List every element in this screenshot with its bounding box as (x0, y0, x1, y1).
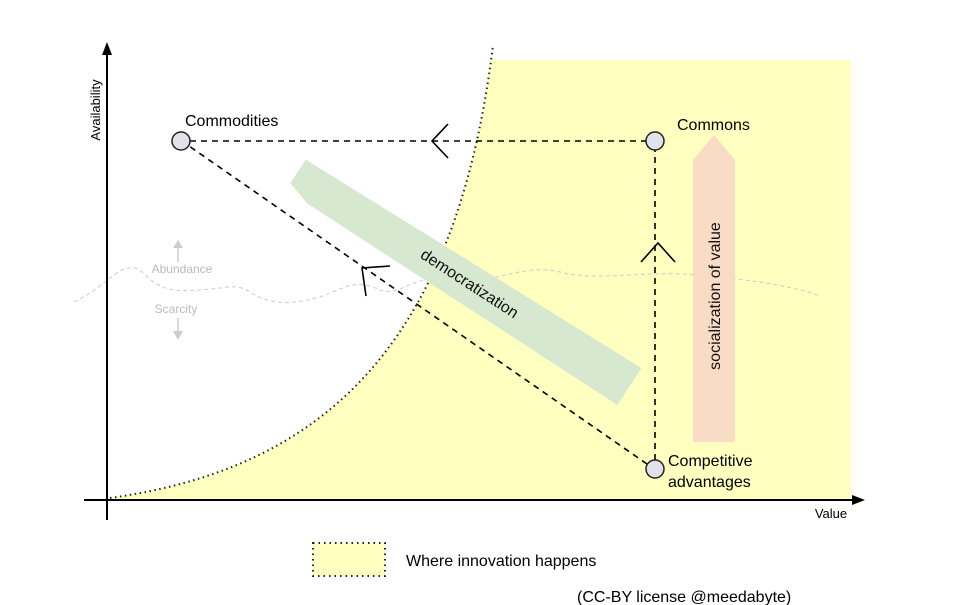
x-axis (84, 495, 865, 505)
competitive-advantages-node (645, 459, 665, 479)
y-axis-label: Availability (88, 79, 103, 141)
abundance-scarcity-line (73, 267, 821, 303)
scarcity-arrow-icon (173, 318, 183, 340)
socialization-arrow: socialization of value (693, 135, 735, 442)
direction-chevron-icons (361, 123, 676, 297)
commons-label: Commons (677, 117, 750, 134)
abundance-arrow-icon (173, 240, 183, 262)
legend-swatch (312, 542, 386, 577)
competitive-label-line1: Competitive (668, 453, 753, 470)
abundance-label: Abundance (152, 262, 213, 276)
innovation-boundary (109, 44, 494, 499)
competitive-to-commodities-line (188, 145, 648, 465)
credit-text: (CC-BY license @meedabyte) (577, 589, 791, 605)
scarcity-label: Scarcity (155, 302, 198, 316)
x-axis-label: Value (815, 506, 847, 521)
legend-label: Where innovation happens (406, 553, 596, 570)
commodities-node (171, 131, 191, 151)
commodities-label: Commodities (185, 113, 278, 130)
socialization-label: socialization of value (707, 222, 724, 370)
competitive-label-line2: advantages (668, 474, 751, 491)
y-axis (102, 42, 112, 520)
commons-node (645, 131, 665, 151)
